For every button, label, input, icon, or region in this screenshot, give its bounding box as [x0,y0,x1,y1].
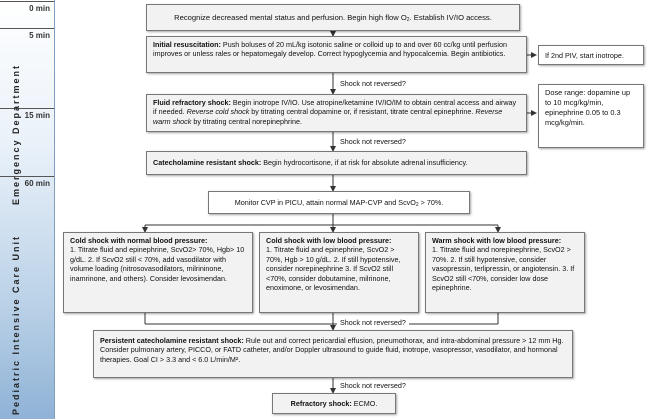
shock-not-reversed-label-1: Shock not reversed? [337,79,409,88]
timeline-bar: 0 min 5 min 15 min 60 min Emergency Depa… [0,0,55,419]
warm-shock-low-bp-title: Warm shock with low blood pressure: [432,236,562,245]
monitor-cvp-text: Monitor CVP in PICU, attain normal MAP-C… [234,198,416,207]
shock-not-reversed-label-2: Shock not reversed? [337,137,409,146]
monitor-cvp-box: Monitor CVP in PICU, attain normal MAP-C… [208,191,470,214]
cold-shock-low-bp-text: 1. Titrate fluid and epinephrine, ScvO2 … [266,245,401,293]
initial-resuscitation-box: Initial resuscitation: Push boluses of 2… [146,36,527,73]
persistent-shock-title: Persistent catecholamine resistant shock… [100,336,244,345]
tick-line [0,1,54,2]
initial-resuscitation-title: Initial resuscitation: [153,40,221,49]
tick-0-min: 0 min [29,4,50,13]
initial-resuscitation-text: Push boluses of 20 mL/kg isotonic saline… [153,40,507,59]
refractory-shock-box: Refractory shock: ECMO. [272,393,396,414]
recognize-text-2: . Establish IV/IO access. [409,13,492,22]
reverse-cold-shock-text: Reverse cold shock [186,107,250,117]
cold-shock-low-bp-title: Cold shock with low blood pressure: [266,236,392,245]
warm-shock-low-bp-text: 1. Titrate fluid and norepinephrine, Scv… [432,245,575,293]
persistent-catecholamine-resistant-shock-box: Persistent catecholamine resistant shock… [93,330,573,378]
refractory-shock-text: ECMO. [351,399,378,408]
fluid-refractory-text-2: by titrating central dopamine or, if res… [249,107,476,117]
catecholamine-resistant-shock-box: Catecholamine resistant shock: Begin hyd… [146,151,527,175]
dose-range-text: Dose range: dopamine up to 10 mcg/kg/min… [545,88,631,127]
cold-shock-normal-bp-text: 1. Titrate fluid and epinephrine, ScvO2>… [70,245,245,283]
tick-5-min: 5 min [29,31,50,40]
recognize-text: Recognize decreased mental status and pe… [174,13,407,22]
cold-shock-normal-bp-title: Cold shock with normal blood pressure: [70,236,208,245]
shock-not-reversed-label-3: Shock not reversed? [337,318,409,327]
second-piv-note-box: If 2nd PIV, start inotrope. [538,45,644,65]
dose-range-box: Dose range: dopamine up to 10 mcg/kg/min… [538,84,644,148]
tick-60-min: 60 min [24,179,50,188]
monitor-cvp-text-2: > 70%. [418,198,444,207]
fluid-refractory-title: Fluid refractory shock: [153,98,231,107]
refractory-shock-title: Refractory shock: [290,399,352,408]
tick-line [0,28,54,29]
cold-shock-normal-bp-box: Cold shock with normal blood pressure: 1… [63,232,253,313]
scvo2-subscript: 2 [415,202,419,208]
tick-line [0,176,54,177]
fluid-refractory-shock-box: Fluid refractory shock: Begin inotrope I… [146,94,527,132]
persistent-shock-text: Rule out and correct pericardial effusio… [100,336,564,364]
recognize-shock-box: Recognize decreased mental status and pe… [146,4,520,31]
warm-shock-low-bp-box: Warm shock with low blood pressure: 1. T… [425,232,585,313]
second-piv-note-text: If 2nd PIV, start inotrope. [545,51,624,60]
catecholamine-resistant-text: Begin hydrocortisone, if at risk for abs… [261,158,468,167]
catecholamine-resistant-title: Catecholamine resistant shock: [153,158,262,167]
fluid-refractory-text-3: by titrating central norepinephrine. [191,116,303,126]
tick-15-min: 15 min [24,111,50,120]
fluid-refractory-text-1: Begin inotrope IV/IO. Use atropine/ketam… [153,98,517,117]
shock-not-reversed-label-4: Shock not reversed? [337,381,409,390]
reverse-warm-shock-text: Reverse warm shock [153,107,503,126]
cold-shock-low-bp-box: Cold shock with low blood pressure: 1. T… [259,232,419,313]
tick-line [0,108,54,109]
o2-subscript: 2 [406,17,410,23]
